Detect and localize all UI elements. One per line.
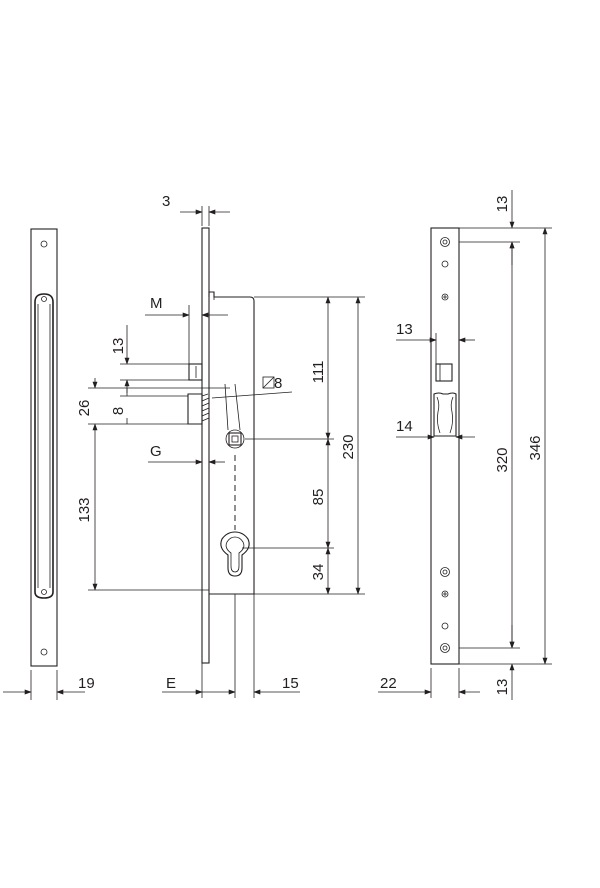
dim-34-label: 34: [310, 564, 327, 581]
dead-bolt: [187, 393, 203, 425]
dim-133-label: 133: [76, 497, 93, 522]
dim-346-label: 346: [527, 435, 544, 460]
dim-G-label: G: [150, 443, 162, 460]
dim-M-label: M: [150, 295, 163, 312]
dim-19-label: 19: [78, 675, 95, 692]
bolt-slot-outline: [34, 293, 54, 599]
dimension-26-8: 26 8: [76, 378, 230, 434]
faceplate-outline: [30, 228, 58, 667]
dim-85-label: 85: [310, 489, 327, 506]
dimension-34: 34: [254, 547, 365, 595]
faceplate-front-view: [30, 228, 58, 667]
dim-320-label: 320: [494, 447, 511, 472]
dim-E-label: E: [166, 675, 176, 692]
dim-111-label: 111: [310, 361, 327, 384]
dim-13-strike-mid-label: 13: [396, 321, 413, 338]
screw-hole-upper: [41, 296, 47, 302]
screw-hole-bottom: [40, 648, 48, 656]
dimension-111: 111: [245, 296, 365, 440]
square-leader-line: [211, 391, 293, 399]
dimension-G: G: [148, 443, 225, 465]
latch-opening: [435, 363, 453, 382]
lock-body-side-view: [187, 227, 255, 664]
strike-plate-view: [430, 227, 460, 665]
screw-hole-lower: [41, 589, 47, 595]
dim-8-label: 8: [110, 407, 127, 415]
strike-screw-hole: [440, 567, 450, 577]
strike-screw-hole: [441, 260, 449, 268]
euro-cylinder-cutout: [220, 531, 250, 577]
dim-230-label: 230: [340, 434, 357, 459]
dim-13-strike-bottom-label: 13: [494, 679, 511, 696]
latch-bolt: [188, 363, 203, 381]
dimension-85: 85: [242, 438, 334, 549]
dimension-133: 133: [76, 434, 209, 591]
dimension-M: M: [145, 295, 228, 364]
dimension-320: 320: [459, 241, 520, 649]
strike-screw-hole: [440, 643, 450, 653]
bolt-opening: [433, 392, 457, 437]
dim-22-label: 22: [380, 675, 397, 692]
faceplate-edge: [201, 227, 210, 664]
dim-15-label: 15: [282, 675, 299, 692]
strike-screw-hole: [441, 590, 449, 598]
strike-screw-hole: [441, 622, 449, 630]
dimension-square-8: 8: [211, 375, 293, 399]
dim-26-label: 26: [76, 400, 93, 417]
dimension-19: 19: [3, 670, 95, 700]
lock-case-outline: [208, 291, 255, 595]
dimension-13-strike-bottom: 13: [494, 625, 515, 700]
dimension-E-15: E 15: [162, 594, 300, 698]
strike-plate-outline: [430, 227, 460, 665]
dim-square-8-label: 8: [274, 375, 282, 392]
dimension-22: 22: [378, 668, 480, 698]
dimension-13-strike-mid: 13: [396, 321, 475, 364]
square-leader: [234, 383, 241, 431]
dimension-13-strike-top: 13: [459, 190, 552, 265]
dim-3-label: 3: [162, 193, 170, 210]
dimension-3: 3: [162, 193, 230, 226]
spindle-square: [228, 432, 242, 446]
dim-14-label: 14: [396, 418, 413, 435]
follower-hub: [225, 429, 245, 449]
dim-13-latch-label: 13: [110, 338, 127, 355]
dimension-346: 346: [459, 227, 552, 665]
dimension-13-latch: 13: [110, 325, 189, 393]
strike-screw-hole: [440, 237, 450, 247]
dimension-14: 14: [396, 418, 475, 440]
screw-hole-top: [40, 240, 48, 248]
dimension-230: 230: [340, 296, 361, 595]
dim-13-strike-top-label: 13: [494, 196, 511, 213]
strike-screw-hole: [441, 293, 449, 301]
